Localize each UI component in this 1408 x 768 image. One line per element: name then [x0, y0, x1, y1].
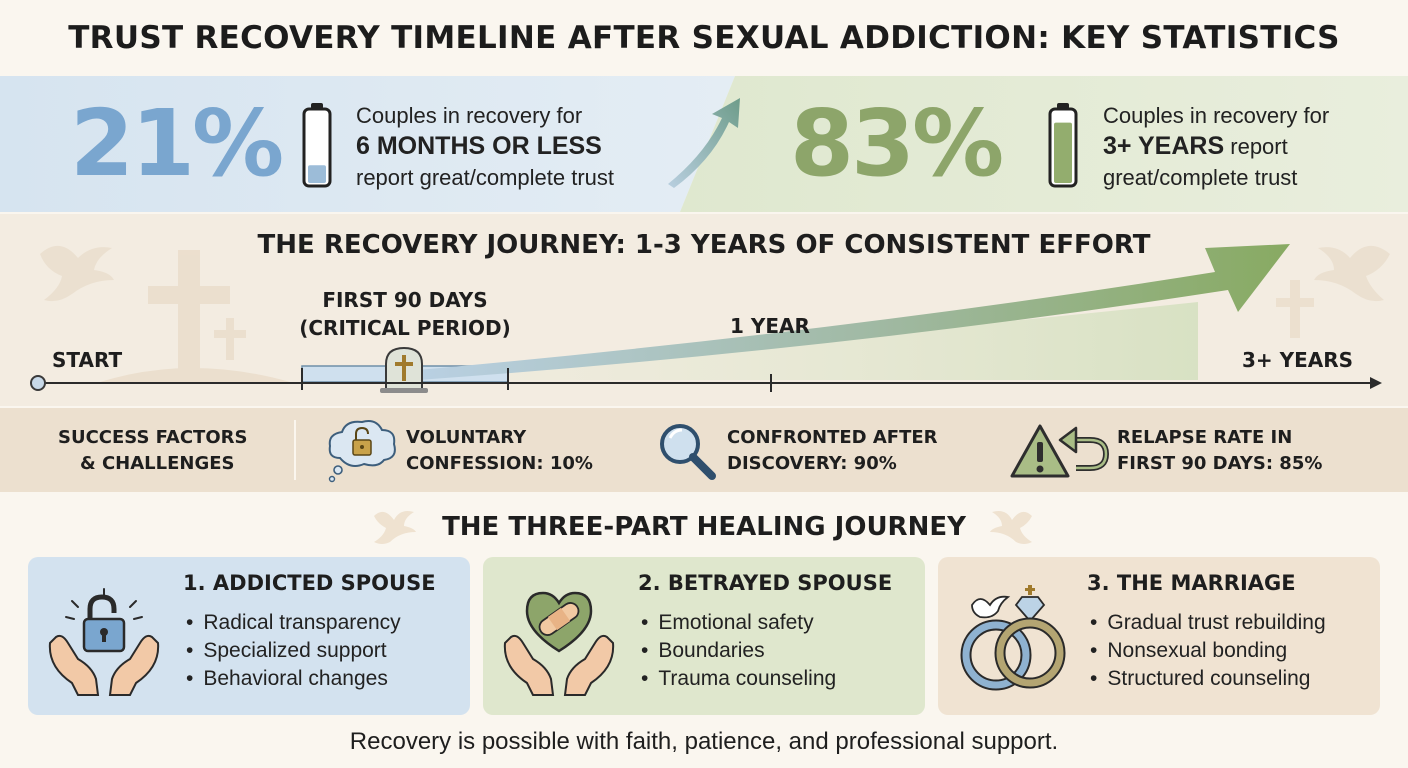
card-1-bullets: Radical transparency Specialized support…	[186, 609, 401, 693]
card-3-bullet: Structured counseling	[1090, 665, 1326, 693]
stat-right-line2-bold: 3+ YEARS	[1103, 132, 1225, 160]
stats-band-background	[0, 76, 1408, 212]
factor-2-line2: DISCOVERY: 90%	[727, 453, 897, 474]
journey-decorations	[30, 244, 1390, 393]
battery-low-icon	[302, 102, 332, 193]
cross-right-icon	[1276, 280, 1314, 338]
stat-right-description: Couples in recovery for 3+ YEARS report …	[1103, 100, 1329, 193]
factors-divider	[294, 420, 296, 480]
journey-title: THE RECOVERY JOURNEY: 1-3 YEARS OF CONSI…	[257, 230, 1151, 260]
factor-1-line1: VOLUNTARY	[406, 427, 527, 448]
stat-left-line3: report great/complete trust	[356, 165, 615, 190]
dove-right-icon	[1314, 245, 1390, 302]
healing-title: THE THREE-PART HEALING JOURNEY	[442, 512, 966, 542]
cross-hill-icon	[100, 250, 290, 382]
card-the-marriage: 3. THE MARRIAGE Gradual trust rebuilding…	[938, 557, 1380, 715]
dove-small-left-icon	[370, 502, 418, 553]
factor-confronted-discovery: CONFRONTED AFTER DISCOVERY: 90%	[727, 425, 938, 477]
tombstone-cross-icon	[380, 346, 428, 393]
stat-right-value: 83%	[790, 90, 1004, 197]
factor-2-line1: CONFRONTED AFTER	[727, 427, 938, 448]
factors-heading-line1: SUCCESS FACTORS	[58, 427, 248, 448]
dove-small-right-icon	[988, 502, 1036, 553]
stat-left-line2: 6 MONTHS OR LESS	[356, 132, 602, 160]
card-1-bullet: Radical transparency	[186, 609, 400, 637]
card-3-bullet: Gradual trust rebuilding	[1090, 609, 1325, 637]
card-2-bullet: Emotional safety	[641, 609, 836, 637]
timeline-start-marker	[30, 375, 46, 391]
wedding-rings-dove-icon	[954, 583, 1074, 700]
factor-1-line2: CONFESSION: 10%	[406, 453, 593, 474]
card-addicted-spouse: 1. ADDICTED SPOUSE Radical transparency …	[28, 557, 470, 715]
stat-right-line1: Couples in recovery for	[1103, 103, 1330, 128]
magnifying-glass-icon	[656, 420, 718, 487]
first90-line1: FIRST 90 DAYS	[322, 288, 488, 312]
stats-band: 21% Couples in recovery for 6 MONTHS OR …	[0, 76, 1408, 212]
card-3-bullets: Gradual trust rebuilding Nonsexual bondi…	[1090, 609, 1326, 693]
card-2-bullet: Boundaries	[641, 637, 836, 665]
stat-left-description: Couples in recovery for 6 MONTHS OR LESS…	[356, 100, 614, 193]
factors-heading: SUCCESS FACTORS & CHALLENGES	[58, 425, 247, 477]
growth-arrow-icon	[668, 98, 740, 188]
card-3-bullet: Nonsexual bonding	[1090, 637, 1326, 665]
dove-left-icon	[40, 245, 114, 302]
card-3-title: 3. THE MARRIAGE	[1087, 571, 1296, 595]
factors-heading-line2: & CHALLENGES	[80, 453, 235, 474]
timeline-arrowhead	[1370, 377, 1382, 389]
card-1-bullet: Behavioral changes	[186, 665, 401, 693]
warning-relapse-icon	[1010, 422, 1110, 485]
stat-right-line2-rest: report	[1224, 134, 1288, 159]
journey-arrow-icon	[418, 244, 1290, 380]
battery-full-icon	[1048, 102, 1078, 193]
hands-bandaged-heart-icon	[497, 581, 621, 702]
page-title: TRUST RECOVERY TIMELINE AFTER SEXUAL ADD…	[68, 20, 1340, 56]
factor-3-line2: FIRST 90 DAYS: 85%	[1117, 453, 1323, 474]
timeline-year1-label: 1 YEAR	[730, 314, 810, 338]
stat-left-line1: Couples in recovery for	[356, 103, 583, 128]
card-2-title: 2. BETRAYED SPOUSE	[638, 571, 893, 595]
factor-3-line1: RELAPSE RATE IN	[1117, 427, 1293, 448]
timeline-start-label: START	[52, 348, 123, 372]
factor-relapse-rate: RELAPSE RATE IN FIRST 90 DAYS: 85%	[1117, 425, 1322, 477]
lock-thought-bubble-icon	[326, 418, 398, 489]
timeline-end-label: 3+ YEARS	[1242, 348, 1354, 372]
stat-right-line3: great/complete trust	[1103, 165, 1298, 190]
stat-left-value: 21%	[70, 90, 284, 197]
factors-band	[0, 408, 1408, 492]
hands-unlocked-padlock-icon	[42, 587, 166, 702]
card-betrayed-spouse: 2. BETRAYED SPOUSE Emotional safety Boun…	[483, 557, 925, 715]
factor-voluntary-confession: VOLUNTARY CONFESSION: 10%	[406, 425, 593, 477]
card-1-title: 1. ADDICTED SPOUSE	[183, 571, 436, 595]
timeline-first90-label: FIRST 90 DAYS (CRITICAL PERIOD)	[292, 286, 518, 342]
card-2-bullet: Trauma counseling	[641, 665, 836, 693]
first90-line2: (CRITICAL PERIOD)	[299, 316, 511, 340]
card-1-bullet: Specialized support	[186, 637, 401, 665]
footer-message: Recovery is possible with faith, patienc…	[349, 728, 1059, 755]
card-2-bullets: Emotional safety Boundaries Trauma couns…	[641, 609, 836, 693]
